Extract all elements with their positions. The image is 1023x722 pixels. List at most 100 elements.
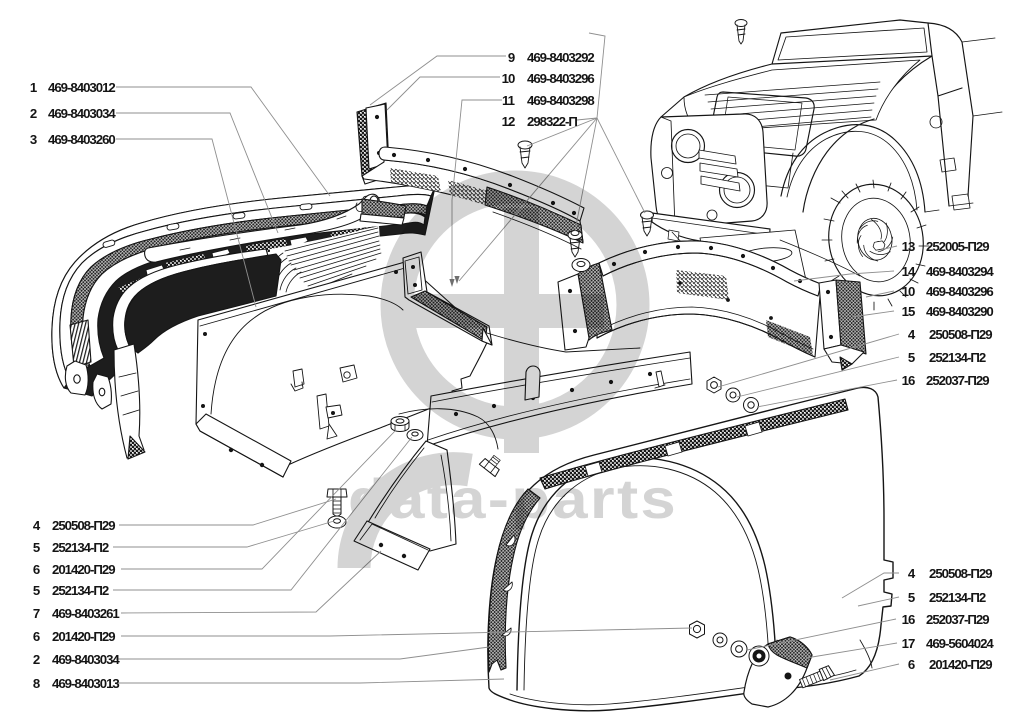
callout-part-number: 469-8403294 xyxy=(926,264,994,279)
washer-icon xyxy=(327,515,347,529)
callout-number: 7 xyxy=(33,606,40,621)
leader-line xyxy=(451,99,502,284)
nut-icon xyxy=(706,376,722,394)
callout-part-number: 201420-П29 xyxy=(929,657,992,672)
watermark-bar-vertical xyxy=(504,208,539,453)
front-fender xyxy=(487,386,894,712)
callout-part-number: 469-8403296 xyxy=(527,71,594,86)
left-wheel-arch-liner xyxy=(51,184,436,460)
leader-line xyxy=(865,290,895,298)
callout-number: 11 xyxy=(502,93,515,108)
vehicle-front-sketch xyxy=(650,19,1003,311)
callout-part-number: 469-8403298 xyxy=(527,93,594,108)
callout-part-number: 469-5604024 xyxy=(926,636,994,651)
callout-number: 8 xyxy=(33,676,40,691)
leader-line xyxy=(829,663,900,681)
callout-part-number: 469-8403013 xyxy=(52,676,119,691)
callout-labels: 1 469-8403012 2 469-8403034 3 469-8403260 9 469… xyxy=(30,50,996,691)
leader-line xyxy=(756,379,898,408)
leader-line xyxy=(120,550,382,614)
grommet-icon xyxy=(748,645,770,667)
leader-line xyxy=(851,310,895,318)
callout-part-number: 298322-П xyxy=(527,114,577,129)
callout-part-number: 252037-П29 xyxy=(926,612,989,627)
front-arch-rail-right xyxy=(557,240,867,371)
callout-number: 16 xyxy=(902,612,915,627)
screw-clip-icon xyxy=(640,210,654,237)
leader-line xyxy=(116,138,257,308)
leader-line xyxy=(841,572,899,599)
leader-line xyxy=(717,333,900,388)
washer-icon xyxy=(725,387,741,403)
callout-part-number: 252134-П2 xyxy=(929,350,986,365)
callout-number: 5 xyxy=(908,350,915,365)
leader-line xyxy=(526,117,598,147)
leader-line xyxy=(116,646,490,660)
leader-line xyxy=(805,642,898,659)
nut-icon xyxy=(390,416,410,432)
callout-part-number: 469-8403261 xyxy=(52,606,119,621)
leader-line xyxy=(879,245,898,251)
leader-line xyxy=(386,76,500,111)
clip-windshield xyxy=(734,19,748,45)
callout-number: 1 xyxy=(30,80,37,95)
fasteners xyxy=(326,140,835,689)
callout-number: 6 xyxy=(33,629,40,644)
callout-part-number: 469-8403012 xyxy=(48,80,115,95)
callout-part-number: 469-8403034 xyxy=(48,106,116,121)
callout-number: 15 xyxy=(902,304,915,319)
callout-number: 4 xyxy=(908,327,916,342)
leader-line xyxy=(116,112,279,234)
callout-part-number: 469-8403292 xyxy=(527,50,594,65)
callout-number: 2 xyxy=(33,652,40,667)
leader-line xyxy=(121,429,397,570)
watermark-text: data-parts xyxy=(348,467,678,530)
callout-number: 5 xyxy=(908,590,915,605)
callout-part-number: 252134-П2 xyxy=(929,590,986,605)
bolt-icon xyxy=(478,455,501,478)
callout-part-number: 250508-П29 xyxy=(929,566,992,581)
washer-icon xyxy=(406,429,424,441)
callout-number: 3 xyxy=(30,132,37,147)
leader-line xyxy=(113,520,335,548)
bolt-icon xyxy=(799,665,835,689)
callout-part-number: 469-8403290 xyxy=(926,304,993,319)
callout-number: 16 xyxy=(902,373,915,388)
callout-part-number: 252037-П29 xyxy=(926,373,989,388)
callout-number: 5 xyxy=(33,583,40,598)
callout-part-number: 252134-П2 xyxy=(52,583,109,598)
leader-line xyxy=(857,596,900,607)
callout-number: 2 xyxy=(30,106,37,121)
leader-arrowhead xyxy=(449,279,455,287)
watermark-bar-horizontal xyxy=(404,294,604,328)
callout-number: 17 xyxy=(902,636,915,651)
nut-icon xyxy=(689,620,705,639)
callout-number: 6 xyxy=(908,657,915,672)
callout-part-number: 469-8403260 xyxy=(48,132,115,147)
callout-number: 14 xyxy=(902,264,916,279)
leader-line xyxy=(121,627,693,637)
leader-line xyxy=(596,117,646,214)
callout-part-number: 469-8403034 xyxy=(52,652,120,667)
screw-clip-icon xyxy=(567,230,591,272)
watermark: data-parts xyxy=(337,170,678,569)
leader-line xyxy=(116,86,331,197)
callout-number: 10 xyxy=(902,284,915,299)
callout-number: 4 xyxy=(33,518,41,533)
leader-line xyxy=(116,678,505,684)
callout-part-number: 250508-П29 xyxy=(52,518,115,533)
callout-number: 10 xyxy=(502,71,515,86)
callout-number: 13 xyxy=(902,239,915,254)
washer-icon xyxy=(712,632,728,648)
leader-line xyxy=(588,32,606,119)
screw-clip-icon xyxy=(517,140,533,169)
callout-part-number: 469-8403296 xyxy=(926,284,993,299)
watermark-arc xyxy=(337,452,473,569)
callout-number: 4 xyxy=(908,566,916,581)
leader-line xyxy=(576,117,598,121)
washer-icon xyxy=(743,397,759,413)
callout-part-number: 250508-П29 xyxy=(929,327,992,342)
callout-number: 9 xyxy=(508,50,515,65)
